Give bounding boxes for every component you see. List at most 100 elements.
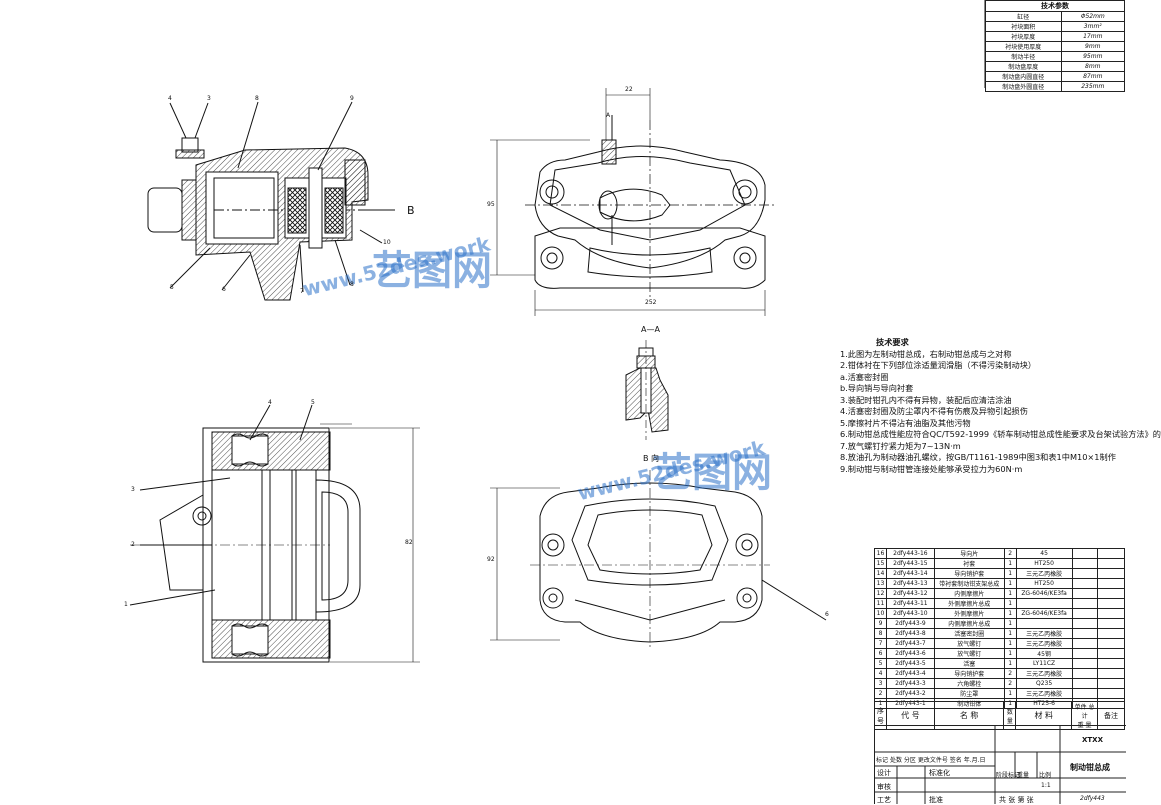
bom-cell-empty (1097, 608, 1125, 619)
bom-cell-code: 2dfy443-5 (885, 658, 935, 669)
bom-cell-mat (1015, 598, 1073, 609)
callout: 5 (311, 399, 315, 406)
bom-cell-qty: 1 (1003, 578, 1017, 589)
bom-cell-no: 7 (874, 638, 887, 649)
bom-cell-qty: 1 (1003, 588, 1017, 599)
callout: 10 (383, 239, 391, 246)
callout: 1 (124, 601, 128, 608)
bom-cell-empty (1097, 578, 1125, 589)
note-line: 7.放气螺钉拧紧力矩为7~13N·m (840, 440, 961, 451)
bom-cell-name: 防尘罩 (933, 688, 1005, 699)
bom-cell-no: 10 (874, 608, 887, 619)
callout: 7 (300, 288, 304, 295)
bom-cell-mat: HT250 (1015, 578, 1073, 589)
bom-cell-qty: 1 (1003, 688, 1017, 699)
bom-cell-code: 2dfy443-16 (885, 548, 935, 559)
bom-cell-empty (1097, 628, 1125, 639)
note-line: 5.摩擦衬片不得沾有油脂及其他污物 (840, 417, 971, 428)
bom-cell-no: 11 (874, 598, 887, 609)
bom-cell-empty (1071, 568, 1099, 579)
bom-cell-empty (1097, 668, 1125, 679)
note-line: 6.制动钳总成性能应符合QC/T592-1999《轿车制动钳总成性能要求及台架试… (840, 429, 1161, 439)
note-line: 1.此图为左制动钳总成，右制动钳总成与之对称 (840, 348, 1012, 359)
bom-cell-empty (1097, 648, 1125, 659)
bom-cell-qty: 1 (1003, 638, 1017, 649)
bom-cell-name: 外侧摩擦片总成 (933, 598, 1005, 609)
bom-cell-name: 放气螺钉 (933, 638, 1005, 649)
bom-cell-name: 内侧摩擦片总成 (933, 618, 1005, 629)
bom-cell-empty (1097, 568, 1125, 579)
notes-title: 技术要求 (876, 337, 909, 347)
bom-cell-code: 2dfy443-7 (885, 638, 935, 649)
tb-standard: 标准化 (929, 769, 950, 777)
bom-cell-qty: 2 (1003, 678, 1017, 689)
callout: 4 (268, 399, 272, 406)
bom-cell-qty: 1 (1003, 658, 1017, 669)
tb-scale: 比例 (1039, 772, 1052, 779)
tb-weight: 重量 (1017, 772, 1030, 779)
callout: 5 (170, 284, 174, 291)
tb-drawing-no: 2dfy443 (1080, 795, 1105, 802)
bom-cell-empty (1097, 688, 1125, 699)
bom-cell-mat: 45钢 (1015, 648, 1073, 659)
bom-cell-qty: 1 (1003, 558, 1017, 569)
title-block-grid (875, 726, 1126, 804)
bom-cell-empty (1071, 628, 1099, 639)
section-label-b-view: B 向 (643, 454, 660, 463)
section-mark-a: A (606, 112, 611, 119)
callout: 6 (825, 611, 829, 618)
bom-cell-name: 导向销护套 (933, 668, 1005, 679)
bom-cell-code: 2dfy443-14 (885, 568, 935, 579)
callout: 8 (255, 95, 259, 102)
bom-cell-qty: 1 (1003, 598, 1017, 609)
bom-cell-no: 4 (874, 668, 887, 679)
bom-cell-empty (1071, 608, 1099, 619)
callout: 2 (131, 541, 135, 548)
bom-cell-name: 带衬套制动钳支架总成 (933, 578, 1005, 589)
watermark-brand: 艺图网 (372, 248, 492, 294)
bom-cell-no: 5 (874, 658, 887, 669)
bom-cell-mat (1015, 618, 1073, 629)
bom-cell-name: 导向片 (933, 548, 1005, 559)
technical-requirements: 技术要求 1.此图为左制动钳总成，右制动钳总成与之对称 2.钳体衬在下列部位涂适… (840, 337, 1161, 475)
note-line: 2.钳体衬在下列部位涂适量润滑脂（不得污染制动块） (840, 360, 1037, 370)
bom-cell-qty: 1 (1003, 608, 1017, 619)
dim-left-height: 82 (405, 539, 413, 546)
drawing-canvas (129, 0, 986, 663)
bom-cell-empty (1071, 668, 1099, 679)
tb-stage: 阶段标记 (996, 772, 1021, 779)
bom-cell-mat: 三元乙丙橡胶 (1015, 568, 1073, 579)
bom-cell-code: 2dfy443-4 (885, 668, 935, 679)
bom-cell-empty (1097, 638, 1125, 649)
bom-cell-no: 13 (874, 578, 887, 589)
tb-approve: 批准 (929, 796, 943, 804)
bom-cell-name: 衬套 (933, 558, 1005, 569)
bom-cell-code: 2dfy443-12 (885, 588, 935, 599)
bom-cell-code: 2dfy443-2 (885, 688, 935, 699)
dim-br-height: 92 (487, 556, 495, 563)
bom-cell-code: 2dfy443-10 (885, 608, 935, 619)
aa-section-view (625, 340, 669, 440)
dim-top-small: 22 (625, 86, 633, 93)
section-arrow-b: B (407, 204, 415, 217)
bom-cell-empty (1071, 648, 1099, 659)
note-line: 8.放油孔为制动器油孔螺纹，按GB/T1161-1989中图3和表1中M10×1… (840, 452, 1116, 462)
bom-cell-name: 导向销护套 (933, 568, 1005, 579)
tb-school: XTXX (1082, 736, 1103, 744)
bom-cell-empty (1097, 618, 1125, 629)
tb-row1: 标记 处数 分区 更改文件号 签名 年.月.日 (876, 757, 986, 764)
